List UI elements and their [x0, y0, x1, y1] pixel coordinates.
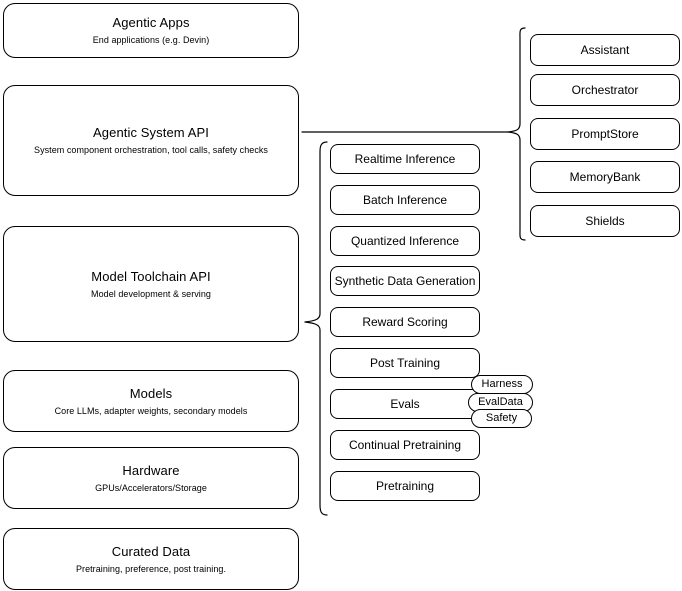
evals-subcomponent-safety[interactable]: Safety	[471, 409, 532, 428]
toolchain-item-quantized-inference[interactable]: Quantized Inference	[330, 226, 480, 256]
layer-subtitle: Core LLMs, adapter weights, secondary mo…	[54, 405, 248, 416]
layer-agentic-system-api[interactable]: Agentic System API System component orch…	[3, 85, 299, 196]
layer-agentic-apps[interactable]: Agentic Apps End applications (e.g. Devi…	[3, 3, 299, 58]
toolchain-item-synthetic-data-generation[interactable]: Synthetic Data Generation	[330, 266, 480, 296]
layer-title: Model Toolchain API	[91, 268, 211, 284]
layer-subtitle: System component orchestration, tool cal…	[34, 145, 268, 155]
evals-subcomponent-label: Safety	[485, 412, 518, 424]
system-component-orchestrator[interactable]: Orchestrator	[530, 74, 680, 106]
toolchain-item-label: Realtime Inference	[354, 151, 456, 166]
evals-subcomponent-label: EvalData	[478, 396, 523, 408]
layer-subtitle: Model development & serving	[91, 288, 211, 299]
toolchain-item-continual-pretraining[interactable]: Continual Pretraining	[330, 430, 480, 460]
layer-subtitle: End applications (e.g. Devin)	[92, 35, 210, 45]
system-component-label: MemoryBank	[569, 169, 641, 184]
toolchain-item-label: Evals	[390, 396, 420, 411]
toolchain-item-reward-scoring[interactable]: Reward Scoring	[330, 307, 480, 337]
system-component-shields[interactable]: Shields	[530, 205, 680, 237]
system-component-label: Orchestrator	[571, 82, 639, 97]
system-component-assistant[interactable]: Assistant	[530, 34, 680, 66]
layer-models[interactable]: Models Core LLMs, adapter weights, secon…	[3, 370, 299, 432]
toolchain-item-batch-inference[interactable]: Batch Inference	[330, 185, 480, 215]
system-component-memorybank[interactable]: MemoryBank	[530, 161, 680, 193]
toolchain-item-label: Post Training	[369, 355, 441, 370]
system-component-promptstore[interactable]: PromptStore	[530, 118, 680, 150]
toolchain-item-label: Synthetic Data Generation	[334, 273, 476, 288]
brace-system-components	[507, 27, 526, 241]
toolchain-item-label: Pretraining	[375, 478, 435, 493]
brace-toolchain-components	[304, 141, 328, 516]
toolchain-item-label: Batch Inference	[362, 192, 448, 207]
evals-subcomponent-label: Harness	[481, 378, 523, 390]
layer-subtitle: GPUs/Accelerators/Storage	[95, 482, 207, 493]
system-component-label: Assistant	[580, 42, 630, 57]
layer-subtitle: Pretraining, preference, post training.	[75, 563, 227, 574]
toolchain-item-evals[interactable]: Evals	[330, 389, 480, 419]
system-component-label: Shields	[585, 213, 625, 228]
evals-subcomponent-harness[interactable]: Harness	[471, 375, 533, 394]
layer-title: Curated Data	[111, 543, 191, 559]
system-component-label: PromptStore	[571, 126, 639, 141]
layer-title: Hardware	[122, 462, 180, 478]
layer-title: Agentic System API	[93, 125, 209, 140]
toolchain-item-label: Quantized Inference	[350, 233, 460, 248]
toolchain-item-realtime-inference[interactable]: Realtime Inference	[330, 144, 480, 174]
layer-title: Models	[129, 385, 173, 401]
toolchain-item-post-training[interactable]: Post Training	[330, 348, 480, 378]
layer-curated-data[interactable]: Curated Data Pretraining, preference, po…	[3, 528, 299, 590]
layer-hardware[interactable]: Hardware GPUs/Accelerators/Storage	[3, 447, 299, 509]
toolchain-item-pretraining[interactable]: Pretraining	[330, 471, 480, 501]
toolchain-item-label: Reward Scoring	[362, 314, 448, 329]
layer-title: Agentic Apps	[112, 15, 190, 30]
toolchain-item-label: Continual Pretraining	[348, 437, 462, 452]
layer-model-toolchain-api[interactable]: Model Toolchain API Model development & …	[3, 226, 299, 342]
